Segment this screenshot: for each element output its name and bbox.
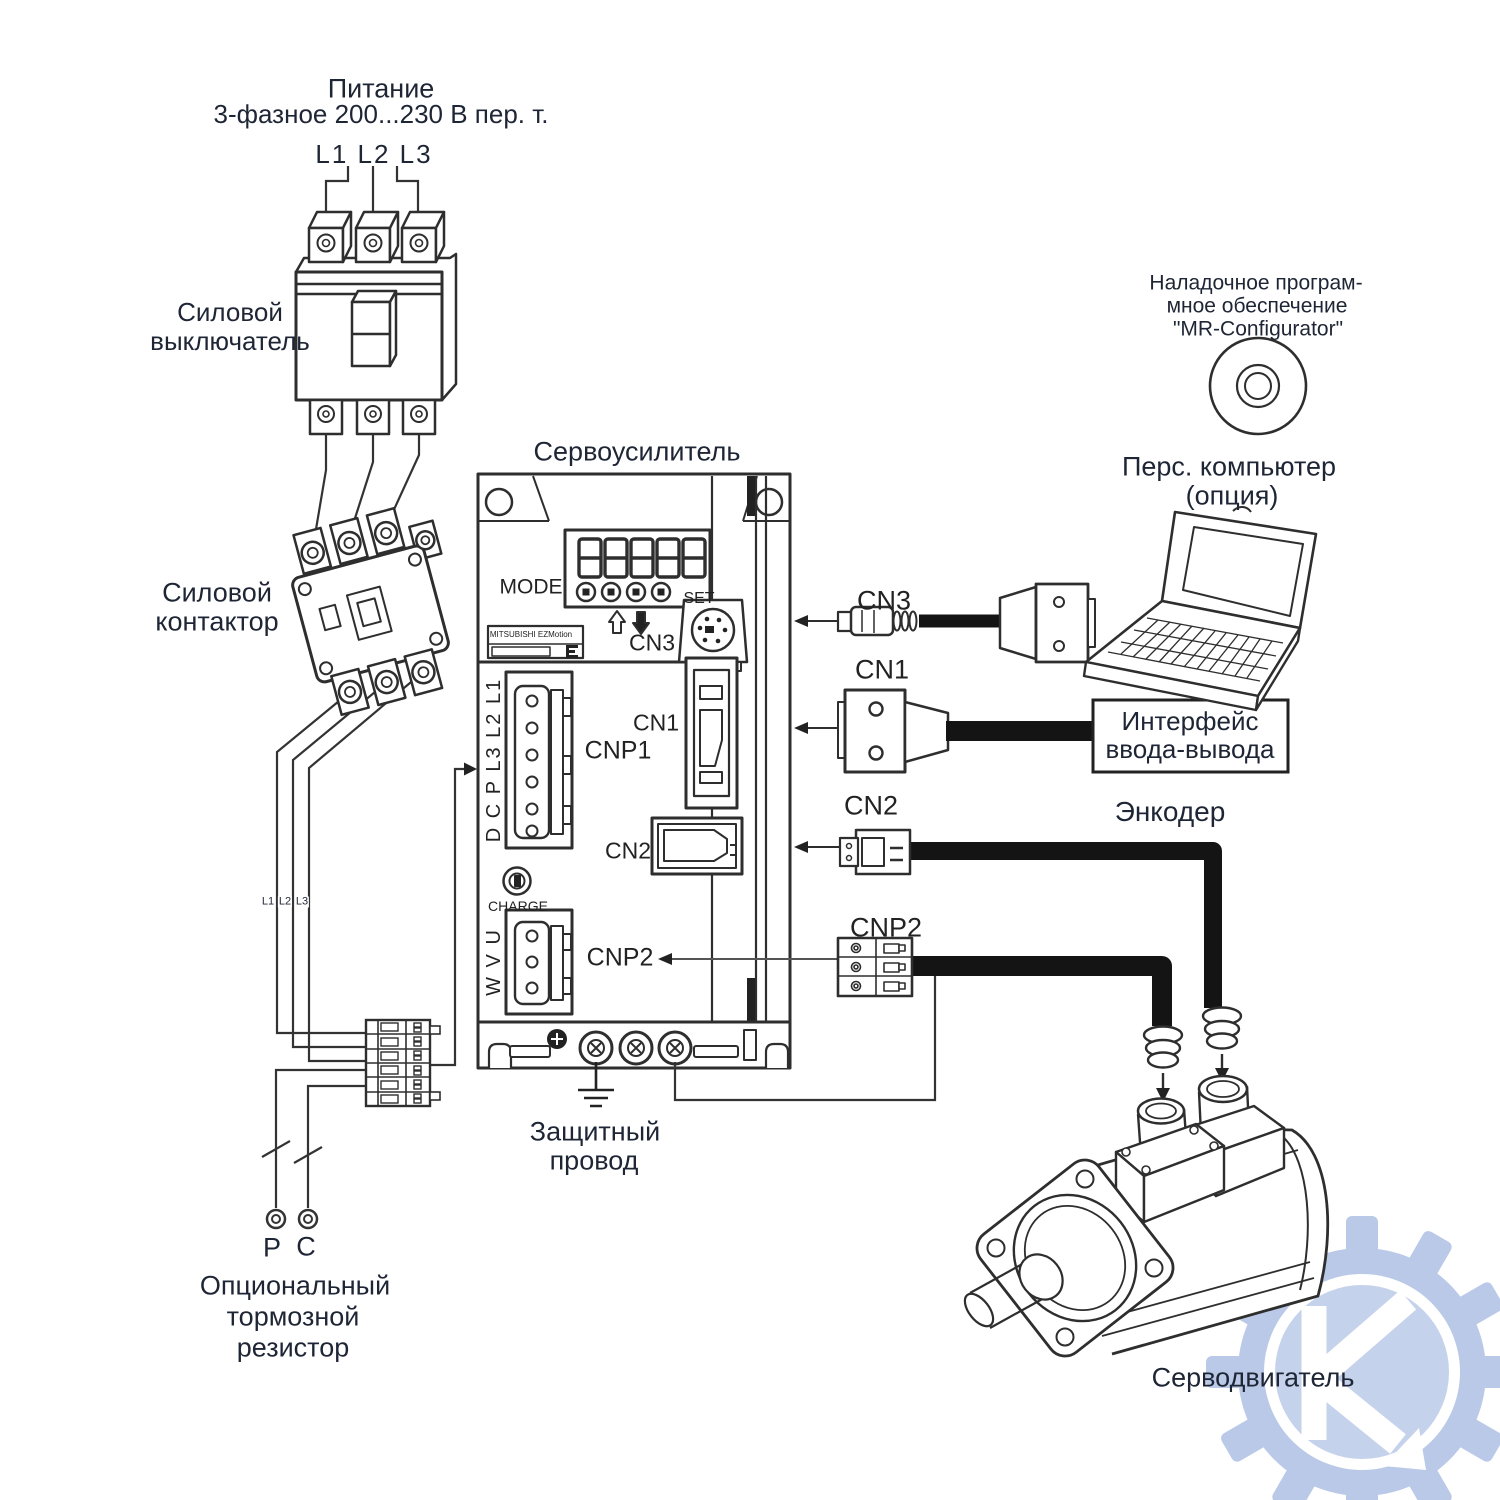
wire-label-l1: L1 — [260, 895, 276, 908]
brand-plate — [486, 624, 585, 660]
cn2-panel-label: CN2 — [604, 837, 652, 864]
motor-label: Серводвигатель — [1151, 1362, 1355, 1393]
cn2-external-label: CN2 — [843, 790, 899, 821]
cn3-external-label: CN3 — [856, 585, 912, 616]
terminal-block-drawing — [364, 1018, 441, 1108]
cn1-external-label: CN1 — [854, 654, 910, 685]
cnp2-panel-label: CNP2 — [586, 943, 654, 972]
contactor-label-line2: контактор — [155, 606, 279, 637]
software-label-line3: "MR-Configurator" — [1172, 317, 1344, 341]
laptop-icon — [1082, 506, 1318, 712]
terminal-c-label: C — [296, 1231, 316, 1262]
set-label: SET — [683, 590, 715, 607]
wire-label-l3: L3 — [294, 895, 310, 908]
breaker-label-line2: выключатель — [150, 326, 310, 356]
charge-lamp — [502, 866, 532, 896]
io-interface-box — [1091, 698, 1290, 774]
watermark-gear-logo — [1206, 1216, 1500, 1500]
amplifier-title: Сервоусилитель — [533, 436, 741, 467]
breaker-label-line1: Силовой — [177, 297, 283, 327]
cnp2-external-label: CNP2 — [849, 912, 923, 943]
ground-label-line1: Защитный — [529, 1116, 661, 1147]
arrow-into-cnp1 — [464, 762, 477, 776]
cn2-cable-assembly — [794, 828, 1243, 1082]
resistor-label-line1: Опциональный — [199, 1270, 391, 1301]
pc-label-line1: Перс. компьютер — [1121, 451, 1337, 482]
cn1-cable-assembly — [794, 688, 1094, 774]
cn2-socket[interactable] — [650, 816, 744, 876]
circuit-breaker-drawing — [294, 210, 458, 436]
cnp2-pin-labels: W V U — [483, 928, 505, 996]
cnp2-arrow — [658, 953, 672, 965]
mode-label: MODE — [499, 575, 563, 599]
wire-label-l2: L2 — [277, 895, 293, 908]
contactor-drawing — [291, 507, 450, 717]
cnp1-panel-label: CNP1 — [584, 736, 652, 765]
contactor-label-line1: Силовой — [162, 577, 272, 608]
cnp2-cable-assembly — [836, 936, 1184, 1102]
io-box-line1: Интерфейс — [1121, 706, 1259, 736]
servo-amplifier-drawing — [476, 472, 792, 1070]
resistor-label-line3: резистор — [236, 1332, 350, 1363]
software-label-line2: мное обеспечение — [1166, 294, 1348, 318]
cn3-panel-label: CN3 — [628, 629, 676, 656]
cd-icon — [1208, 336, 1308, 436]
motor-ground-wire — [673, 975, 937, 1102]
up-down-arrow-icons — [608, 610, 650, 635]
io-box-line2: ввода-вывода — [1105, 734, 1275, 764]
terminal-p-label: P — [262, 1232, 282, 1263]
power-title-line2: 3-фазное 200...230 В пер. т. — [213, 99, 549, 129]
software-label-line1: Наладочное програм- — [1149, 271, 1363, 295]
cnp2-connector[interactable] — [504, 908, 574, 1016]
cnp1-connector[interactable] — [504, 670, 574, 850]
cn3-cable-assembly — [794, 582, 1096, 664]
cn1-panel-label: CN1 — [632, 709, 680, 736]
ground-symbol — [578, 1062, 614, 1108]
pc-label-line2: (опция) — [1185, 480, 1279, 511]
encoder-label: Энкодер — [1114, 796, 1226, 827]
charge-label: CHARGE — [488, 898, 548, 914]
servo-motor-drawing — [963, 1074, 1330, 1358]
cnp1-pin-labels: D C P L3 L2 L1 — [483, 677, 505, 843]
power-title-line1: Питание — [327, 73, 435, 104]
phase-labels: L1 L2 L3 — [315, 139, 433, 169]
brand-label: MITSUBISHI EZMotion — [489, 630, 573, 639]
resistor-label-line2: тормозной — [226, 1301, 360, 1332]
ground-label-line2: провод — [549, 1145, 639, 1176]
cn1-socket[interactable] — [684, 656, 739, 810]
